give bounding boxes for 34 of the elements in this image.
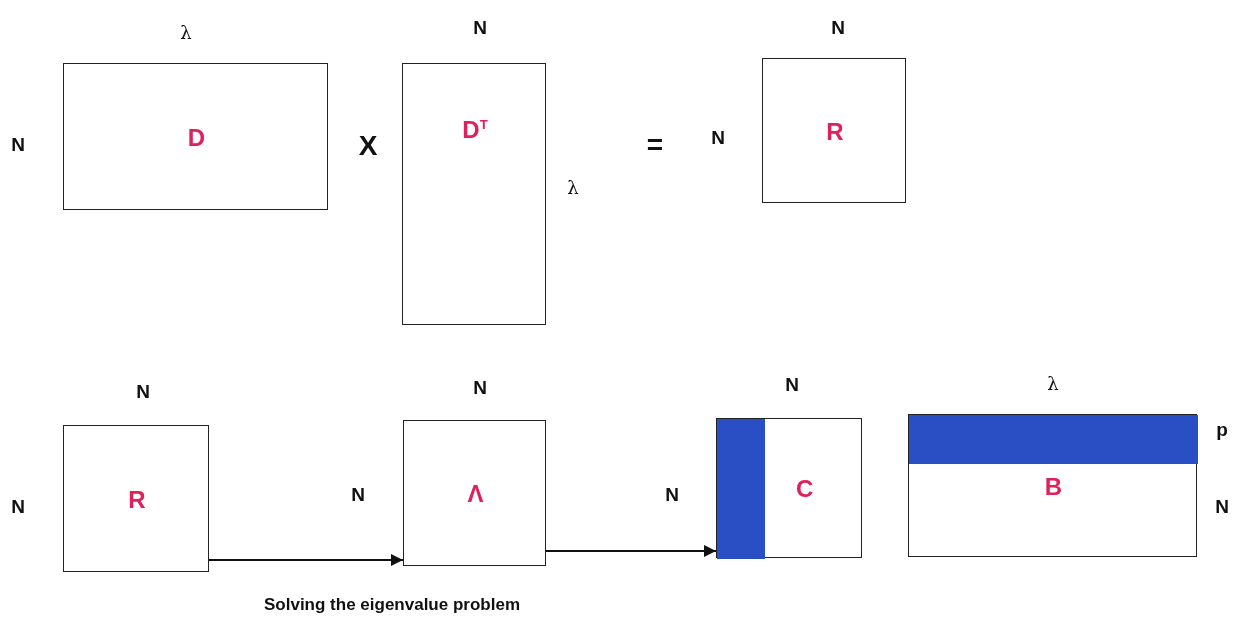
dimension-label: N (1215, 496, 1229, 518)
dimension-label: N (11, 134, 25, 156)
arrow (545, 545, 717, 557)
matrix-box (403, 420, 546, 566)
operator-symbol: X (358, 130, 378, 162)
matrix-symbol: D (187, 123, 206, 152)
matrix-symbol: C (795, 475, 814, 503)
dimension-label: N (351, 484, 365, 506)
caption-text: Solving the eigenvalue problem (264, 595, 520, 615)
dimension-label: N (831, 17, 845, 39)
dimension-label: N (473, 377, 487, 399)
arrow (208, 554, 404, 566)
dimension-label: N (136, 381, 150, 403)
dimension-label: λ (1047, 372, 1059, 394)
matrix-symbol: R (128, 485, 146, 514)
dimension-label: N (473, 17, 487, 39)
matrix-symbol: Λ (467, 480, 484, 508)
matrix-box (402, 63, 546, 325)
matrix-box (63, 63, 328, 210)
dimension-label: λ (180, 21, 192, 43)
matrix-symbol: D$^{T}$ (462, 115, 488, 144)
dimension-label: λ (567, 176, 579, 198)
matrix-box (63, 425, 209, 572)
dimension-label: p (1216, 419, 1228, 441)
matrix-box (762, 58, 906, 203)
dimension-label: N (711, 127, 725, 149)
matrix-symbol: R (826, 117, 844, 146)
operator-symbol: = (646, 129, 664, 161)
matrix-box (908, 414, 1197, 557)
dimension-label: N (11, 496, 25, 518)
matrix-symbol: B (1044, 472, 1063, 501)
dimension-label: N (785, 374, 799, 396)
matrix-box (716, 418, 862, 558)
dimension-label: N (665, 484, 679, 506)
